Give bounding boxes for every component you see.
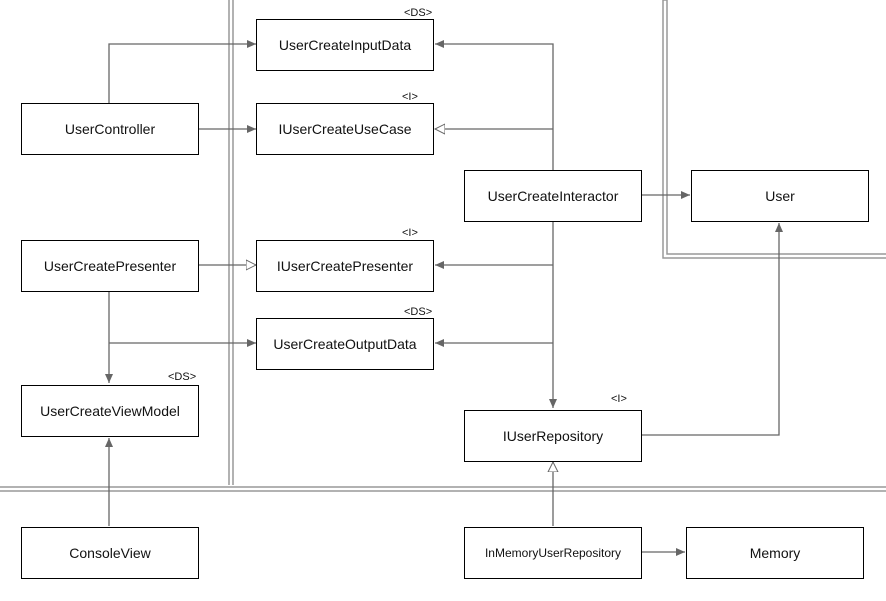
- node-user-controller[interactable]: UserController: [21, 103, 199, 155]
- node-label: Memory: [749, 545, 801, 561]
- stereotype-ds: <DS>: [168, 371, 197, 383]
- node-i-user-create-use-case[interactable]: IUserCreateUseCase: [256, 103, 434, 155]
- node-user-create-presenter[interactable]: UserCreatePresenter: [21, 240, 199, 292]
- node-label: UserCreateOutputData: [273, 336, 417, 352]
- boundary-entity-outer: [662, 0, 886, 259]
- node-label: UserCreateInputData: [278, 37, 412, 53]
- node-label: User: [765, 188, 795, 204]
- stereotype-ds: <DS>: [404, 306, 433, 318]
- edges: [105, 40, 783, 556]
- node-user[interactable]: User: [691, 170, 869, 222]
- node-user-create-interactor[interactable]: UserCreateInteractor: [464, 170, 642, 222]
- edge-controller-to-input-data: [108, 40, 256, 103]
- stereotype-i: <I>: [402, 227, 418, 239]
- node-label: InMemoryUserRepository: [484, 546, 622, 560]
- boundary-entity-inner: [666, 0, 886, 255]
- node-in-memory-user-repository[interactable]: InMemoryUserRepository: [464, 527, 642, 579]
- stereotype-i: <I>: [402, 91, 418, 103]
- node-i-user-repository[interactable]: IUserRepository: [464, 410, 642, 462]
- node-label: IUserRepository: [502, 428, 604, 444]
- node-label: UserCreatePresenter: [43, 258, 177, 274]
- node-label: UserCreateInteractor: [487, 188, 619, 204]
- node-label: ConsoleView: [69, 545, 151, 561]
- node-console-view[interactable]: ConsoleView: [21, 527, 199, 579]
- node-user-create-output-data[interactable]: UserCreateOutputData: [256, 318, 434, 370]
- stereotype-ds: <DS>: [404, 7, 433, 19]
- node-memory[interactable]: Memory: [686, 527, 864, 579]
- node-i-user-create-presenter[interactable]: IUserCreatePresenter: [256, 240, 434, 292]
- node-label: IUserCreateUseCase: [278, 121, 412, 137]
- edge-interactor-to-input-data: [435, 40, 554, 170]
- node-user-create-input-data[interactable]: UserCreateInputData: [256, 19, 434, 71]
- edge-repository-to-user: [642, 223, 783, 436]
- node-label: UserCreateViewModel: [40, 403, 180, 419]
- node-label: UserController: [64, 121, 156, 137]
- layer-boundaries: [0, 0, 886, 492]
- stereotype-i: <I>: [611, 393, 627, 405]
- node-user-create-view-model[interactable]: UserCreateViewModel: [21, 385, 199, 437]
- node-label: IUserCreatePresenter: [276, 258, 414, 274]
